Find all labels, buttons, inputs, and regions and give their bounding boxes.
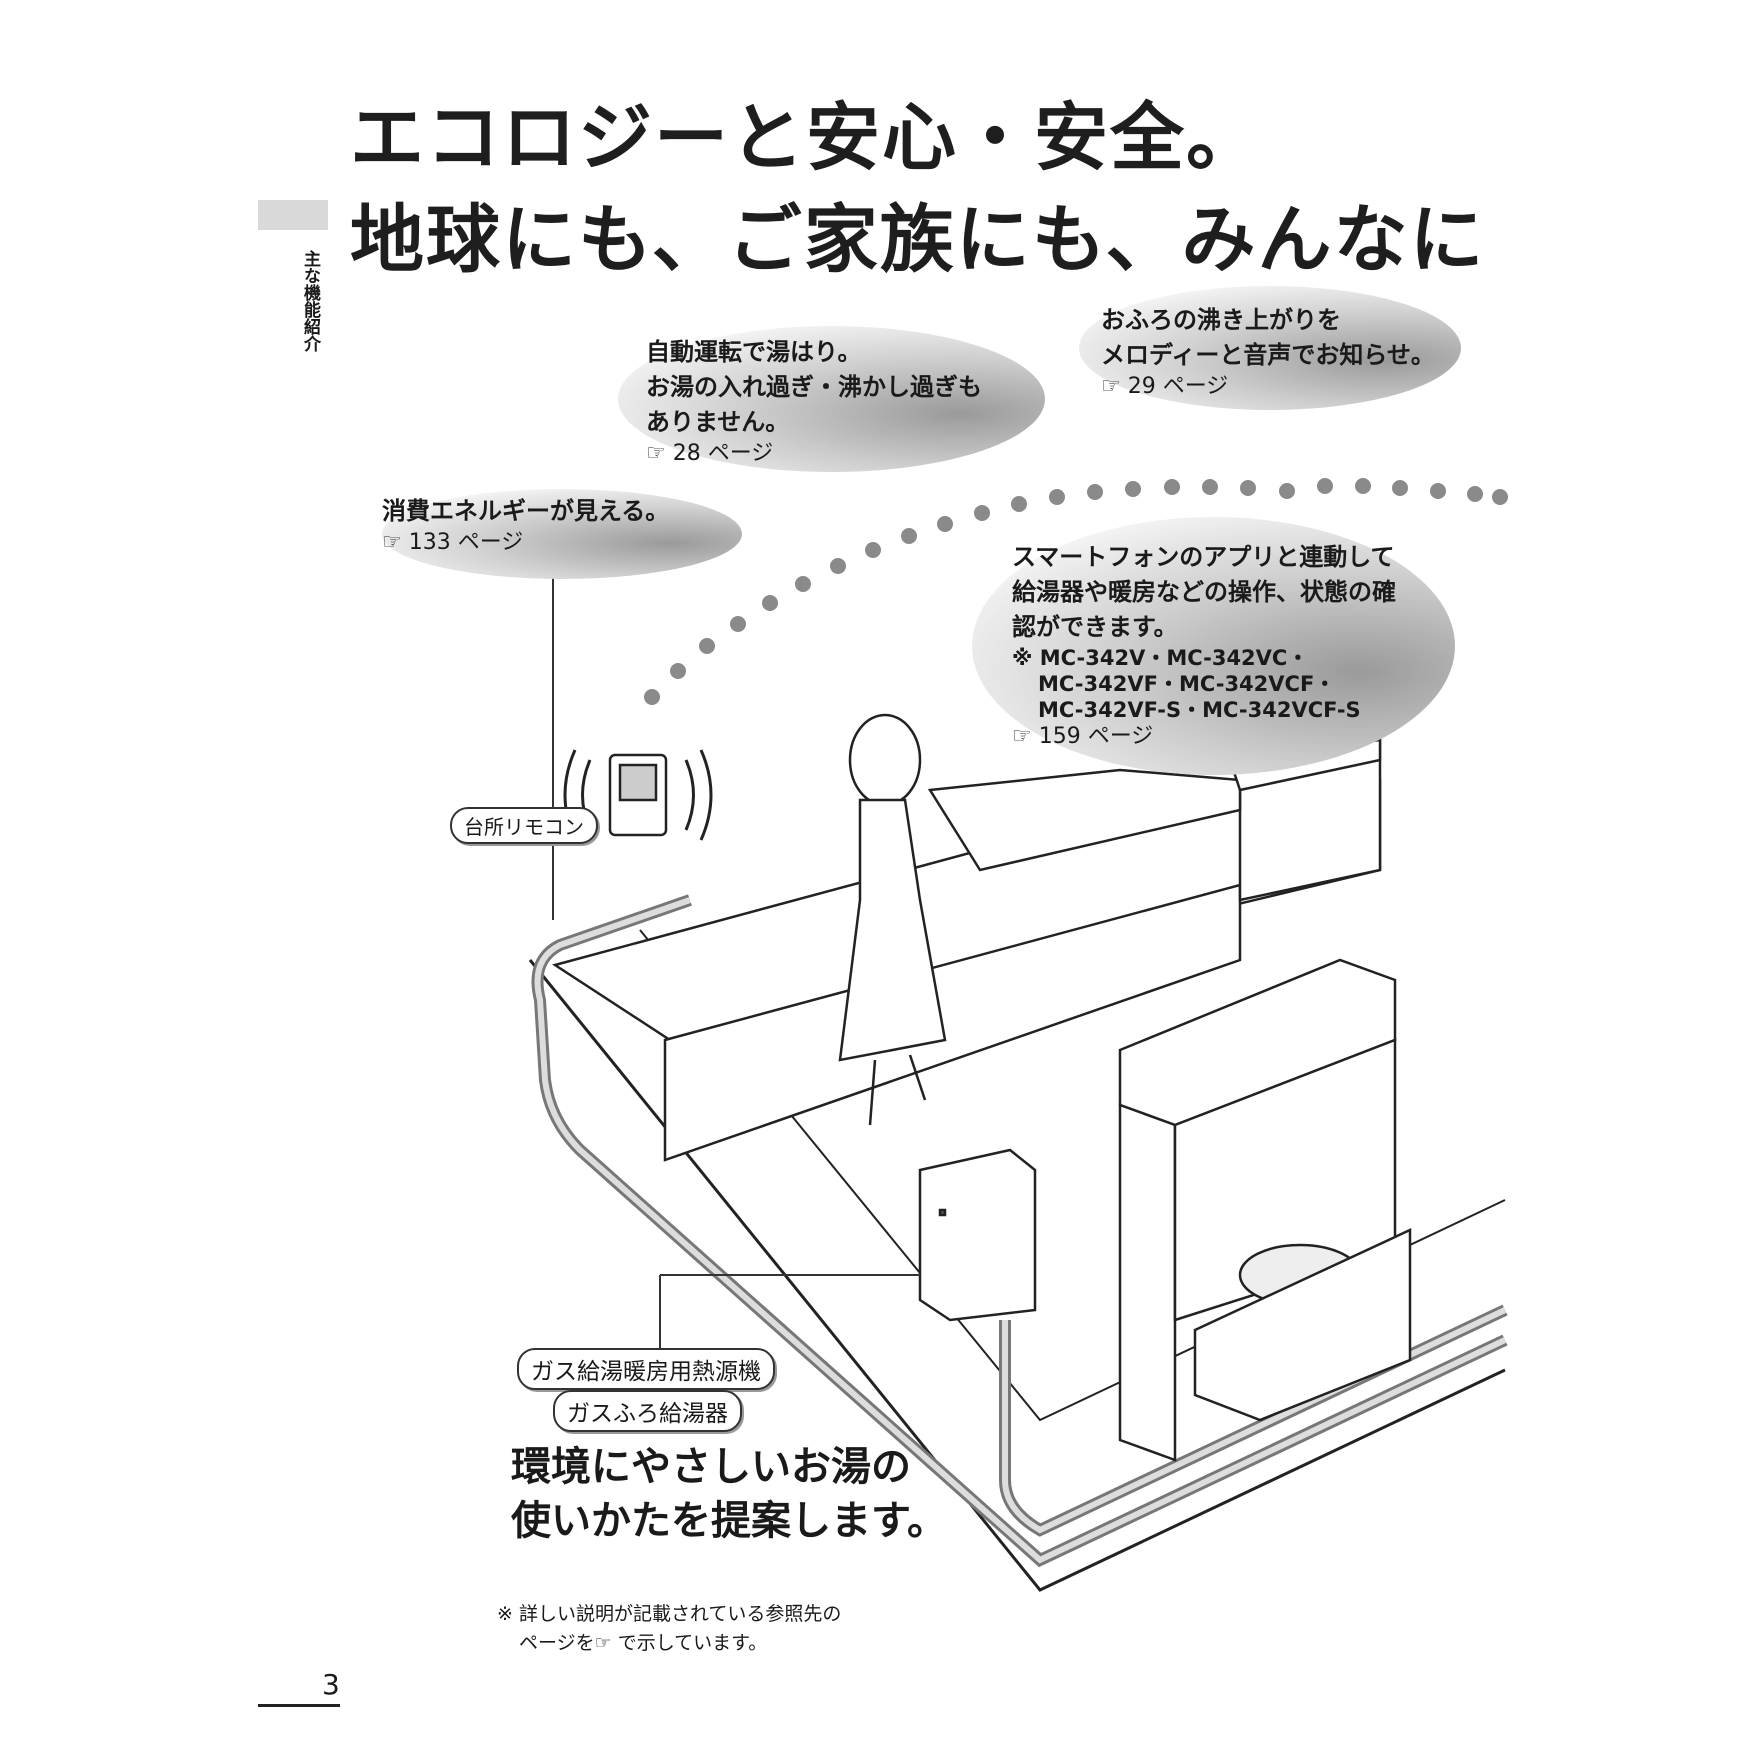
bubble-line: 給湯器や暖房などの操作、状態の確 bbox=[1012, 578, 1396, 606]
bubble-line: メロディーと音声でお知らせ。 bbox=[1101, 341, 1435, 369]
model-list: MC-342VF-S・MC-342VCF-S bbox=[1038, 698, 1361, 722]
bubble-line: スマートフォンのアプリと連動して bbox=[1012, 543, 1395, 571]
bubble-line: ありません。 bbox=[646, 408, 790, 436]
feature-energy-text: 消費エネルギーが見える。 ☞ 133 ページ bbox=[382, 494, 669, 557]
eco-message: 環境にやさしいお湯の 使いかたを提案します。 bbox=[511, 1440, 947, 1548]
footnote-line: ※ 詳しい説明が記載されている参照先の bbox=[497, 1603, 842, 1625]
page-reference: ☞ 29 ページ bbox=[1101, 374, 1229, 399]
model-list: MC-342VF・MC-342VCF・ bbox=[1038, 672, 1336, 696]
footnote: ※ 詳しい説明が記載されている参照先の ページを☞ で示しています。 bbox=[497, 1600, 841, 1658]
bubble-line: お湯の入れ過ぎ・沸かし過ぎも bbox=[646, 373, 982, 401]
page-number-underline bbox=[258, 1704, 340, 1707]
bubble-line: おふろの沸き上がりを bbox=[1101, 306, 1341, 334]
label-gas-heater: ガス給湯暖房用熱源機 bbox=[517, 1348, 775, 1390]
feature-bubble-energy bbox=[382, 489, 742, 579]
feature-smartphone-text: スマートフォンのアプリと連動して 給湯器や暖房などの操作、状態の確 認ができます… bbox=[1012, 540, 1396, 751]
section-label: 主な機能紹介 bbox=[300, 250, 320, 352]
feature-bubble-auto-fill bbox=[618, 326, 1045, 472]
footnote-line: ページを☞ で示しています。 bbox=[519, 1632, 768, 1654]
label-gas-bath-heater: ガスふろ給湯器 bbox=[553, 1390, 742, 1432]
feature-bubble-smartphone bbox=[972, 517, 1455, 775]
page-reference: ☞ 28 ページ bbox=[646, 441, 774, 466]
feature-bubble-melody bbox=[1079, 286, 1461, 410]
page-reference: ☞ 133 ページ bbox=[382, 530, 524, 555]
headline-line-1: エコロジーと安心・安全。 bbox=[350, 95, 1262, 181]
message-line: 環境にやさしいお湯の bbox=[511, 1444, 911, 1490]
page-reference: ☞ 159 ページ bbox=[1012, 724, 1154, 749]
feature-auto-fill-text: 自動運転で湯はり。 お湯の入れ過ぎ・沸かし過ぎも ありません。 ☞ 28 ページ bbox=[646, 335, 982, 468]
headline-line-2: 地球にも、ご家族にも、みんなに bbox=[350, 197, 1486, 283]
bubble-line: 認ができます。 bbox=[1012, 613, 1178, 641]
bubble-line: 自動運転で湯はり。 bbox=[646, 338, 862, 366]
model-list: ※ MC-342V・MC-342VC・ bbox=[1012, 646, 1309, 670]
message-line: 使いかたを提案します。 bbox=[511, 1498, 947, 1544]
section-tab bbox=[258, 200, 328, 230]
feature-melody-text: おふろの沸き上がりを メロディーと音声でお知らせ。 ☞ 29 ページ bbox=[1101, 303, 1435, 401]
bubble-line: 消費エネルギーが見える。 bbox=[382, 497, 670, 525]
label-kitchen-remote: 台所リモコン bbox=[450, 807, 598, 844]
page-number: 3 bbox=[322, 1668, 340, 1701]
